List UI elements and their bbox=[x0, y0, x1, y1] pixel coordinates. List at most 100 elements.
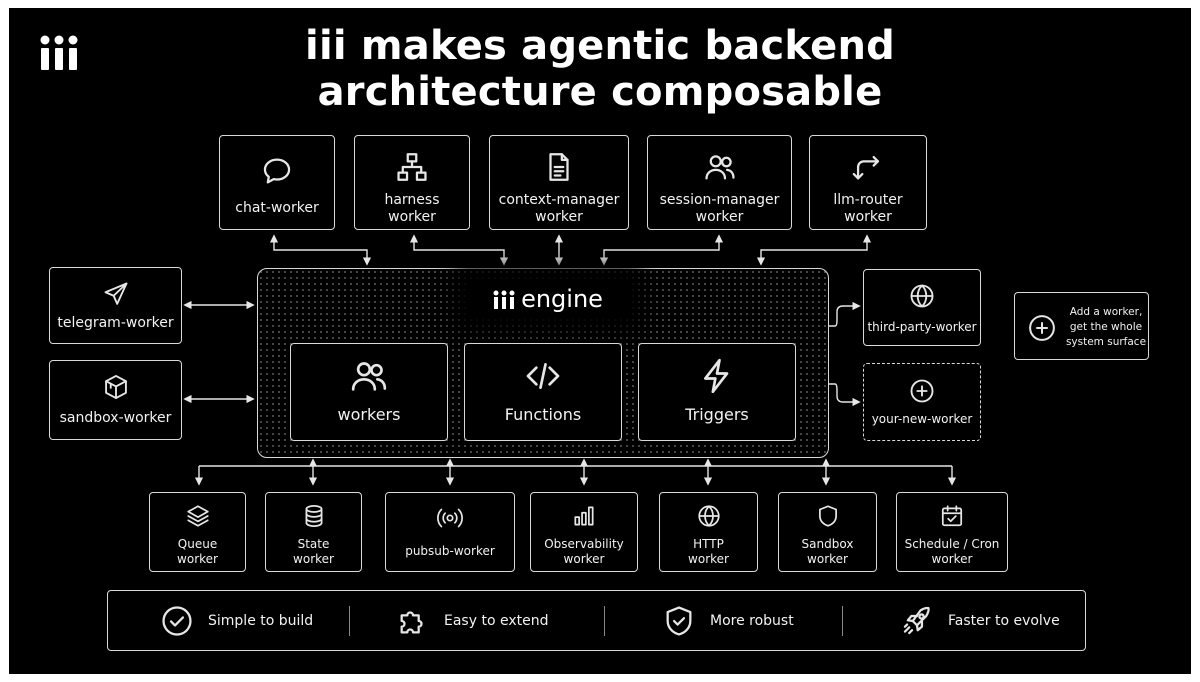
left-worker-label: telegram-worker bbox=[57, 315, 174, 331]
benefit-extend: Easy to extend bbox=[396, 604, 548, 638]
bottom-worker-label-2: worker bbox=[688, 552, 729, 566]
benefit-separator bbox=[604, 606, 605, 636]
top-worker-session-manager[interactable]: session-manager worker bbox=[647, 135, 792, 230]
right-worker-your-new[interactable]: your-new-worker bbox=[863, 363, 981, 441]
top-worker-label-1: session-manager bbox=[659, 192, 780, 208]
code-icon bbox=[526, 363, 560, 389]
globe-icon bbox=[697, 505, 720, 527]
bottom-worker-label-2: worker bbox=[563, 552, 605, 566]
plus-circle-icon bbox=[910, 379, 934, 403]
engine-module-label: Triggers bbox=[685, 405, 749, 424]
globe-icon bbox=[910, 284, 934, 308]
top-worker-chat[interactable]: chat-worker bbox=[219, 135, 335, 230]
hierarchy-icon bbox=[397, 153, 427, 181]
bottom-worker-label-1: Queue bbox=[177, 537, 218, 551]
bottom-worker-schedule-cron[interactable]: Schedule / Cron worker bbox=[896, 492, 1008, 572]
bottom-worker-state[interactable]: State worker bbox=[265, 492, 362, 572]
users-icon bbox=[704, 155, 735, 180]
connector-chat bbox=[269, 234, 372, 266]
engine-module-label: workers bbox=[337, 405, 401, 424]
shield-icon bbox=[818, 505, 837, 527]
title-line-1: iii makes agentic backend bbox=[305, 23, 895, 69]
puzzle-icon bbox=[400, 611, 423, 634]
engine-title-label: engine bbox=[521, 285, 603, 313]
bottom-worker-observability[interactable]: Observability worker bbox=[530, 492, 638, 572]
bottom-worker-queue[interactable]: Queue worker bbox=[149, 492, 246, 572]
connector-your-new bbox=[829, 383, 861, 407]
bottom-worker-label-2: worker bbox=[807, 552, 848, 566]
left-worker-telegram[interactable]: telegram-worker bbox=[49, 267, 182, 344]
engine-title: engine bbox=[468, 281, 628, 317]
iii-logo-icon bbox=[493, 290, 515, 309]
top-worker-llm-router[interactable]: llm-router worker bbox=[809, 135, 927, 230]
engine-module-triggers[interactable]: Triggers bbox=[638, 343, 796, 441]
connector-third-party bbox=[829, 301, 861, 327]
chat-bubble-icon bbox=[263, 158, 291, 184]
benefit-simple: Simple to build bbox=[160, 604, 313, 638]
check-circle-icon bbox=[162, 606, 192, 636]
left-worker-label: sandbox-worker bbox=[59, 410, 172, 426]
top-worker-label-2: worker bbox=[535, 209, 583, 225]
diagram-canvas: iii makes agentic backend architecture c… bbox=[9, 8, 1191, 674]
users-icon bbox=[351, 362, 387, 391]
lightning-icon bbox=[704, 358, 729, 394]
bar-chart-icon bbox=[574, 506, 594, 526]
benefit-evolve: Faster to evolve bbox=[900, 604, 1060, 638]
add-worker-line-3: system surface bbox=[1065, 336, 1147, 348]
benefits-bar: Simple to build Easy to extend More robu… bbox=[107, 590, 1086, 651]
benefit-label: More robust bbox=[710, 613, 794, 629]
benefit-robust: More robust bbox=[662, 604, 794, 638]
title-line-2: architecture composable bbox=[317, 69, 883, 115]
connector-lines bbox=[183, 234, 957, 486]
top-worker-label-1: llm-router bbox=[833, 192, 903, 208]
bottom-worker-http[interactable]: HTTP worker bbox=[659, 492, 758, 572]
shield-check-icon bbox=[666, 606, 692, 636]
benefit-label: Simple to build bbox=[208, 613, 314, 629]
top-worker-label-1: harness bbox=[384, 192, 440, 208]
engine-module-label: Functions bbox=[504, 405, 582, 424]
top-worker-label-2: worker bbox=[844, 209, 892, 225]
bottom-worker-label-2: worker bbox=[931, 552, 973, 566]
right-worker-third-party[interactable]: third-party-worker bbox=[863, 269, 981, 346]
top-worker-label-1: context-manager bbox=[498, 192, 620, 208]
bottom-worker-label-1: Observability bbox=[544, 537, 624, 551]
route-arrows-icon bbox=[852, 155, 880, 180]
right-worker-label: your-new-worker bbox=[871, 412, 973, 426]
bottom-worker-label-2: worker bbox=[293, 552, 334, 566]
bottom-worker-label-1: Schedule / Cron bbox=[904, 537, 1000, 551]
left-worker-sandbox[interactable]: sandbox-worker bbox=[49, 360, 182, 440]
engine-container: engine workers Functions Triggers bbox=[257, 268, 829, 458]
right-worker-label: third-party-worker bbox=[867, 320, 977, 334]
calendar-icon bbox=[941, 505, 963, 527]
add-worker-line-1: Add a worker, bbox=[1069, 306, 1143, 318]
document-icon bbox=[549, 153, 569, 181]
benefit-separator bbox=[842, 606, 843, 636]
benefit-separator bbox=[349, 606, 350, 636]
top-worker-label: chat-worker bbox=[235, 200, 319, 216]
layers-icon bbox=[186, 505, 209, 527]
connector-harness bbox=[409, 234, 509, 266]
bottom-worker-label-1: Sandbox bbox=[801, 537, 854, 551]
top-worker-harness[interactable]: harness worker bbox=[354, 135, 470, 230]
top-worker-label-2: worker bbox=[388, 209, 436, 225]
benefit-label: Faster to evolve bbox=[948, 613, 1060, 629]
box-icon bbox=[104, 374, 127, 400]
send-icon bbox=[104, 282, 127, 305]
bottom-worker-label-1: State bbox=[297, 537, 330, 551]
engine-module-workers[interactable]: workers bbox=[290, 343, 448, 441]
connector-llm bbox=[756, 234, 872, 266]
broadcast-icon bbox=[437, 508, 463, 528]
top-worker-context-manager[interactable]: context-manager worker bbox=[489, 135, 629, 230]
add-worker-line-2: get the whole bbox=[1069, 321, 1143, 333]
rocket-icon bbox=[903, 606, 930, 635]
bottom-worker-pubsub[interactable]: pubsub-worker bbox=[385, 492, 515, 572]
plus-circle-icon bbox=[1029, 315, 1055, 341]
top-worker-label-2: worker bbox=[695, 209, 744, 225]
iii-logo-icon bbox=[40, 35, 78, 70]
bottom-worker-label-1: pubsub-worker bbox=[405, 544, 495, 558]
database-icon bbox=[305, 505, 322, 527]
add-worker-note: Add a worker, get the whole system surfa… bbox=[1014, 292, 1149, 360]
bottom-worker-sandbox[interactable]: Sandbox worker bbox=[778, 492, 877, 572]
engine-module-functions[interactable]: Functions bbox=[464, 343, 622, 441]
benefit-label: Easy to extend bbox=[444, 613, 549, 629]
